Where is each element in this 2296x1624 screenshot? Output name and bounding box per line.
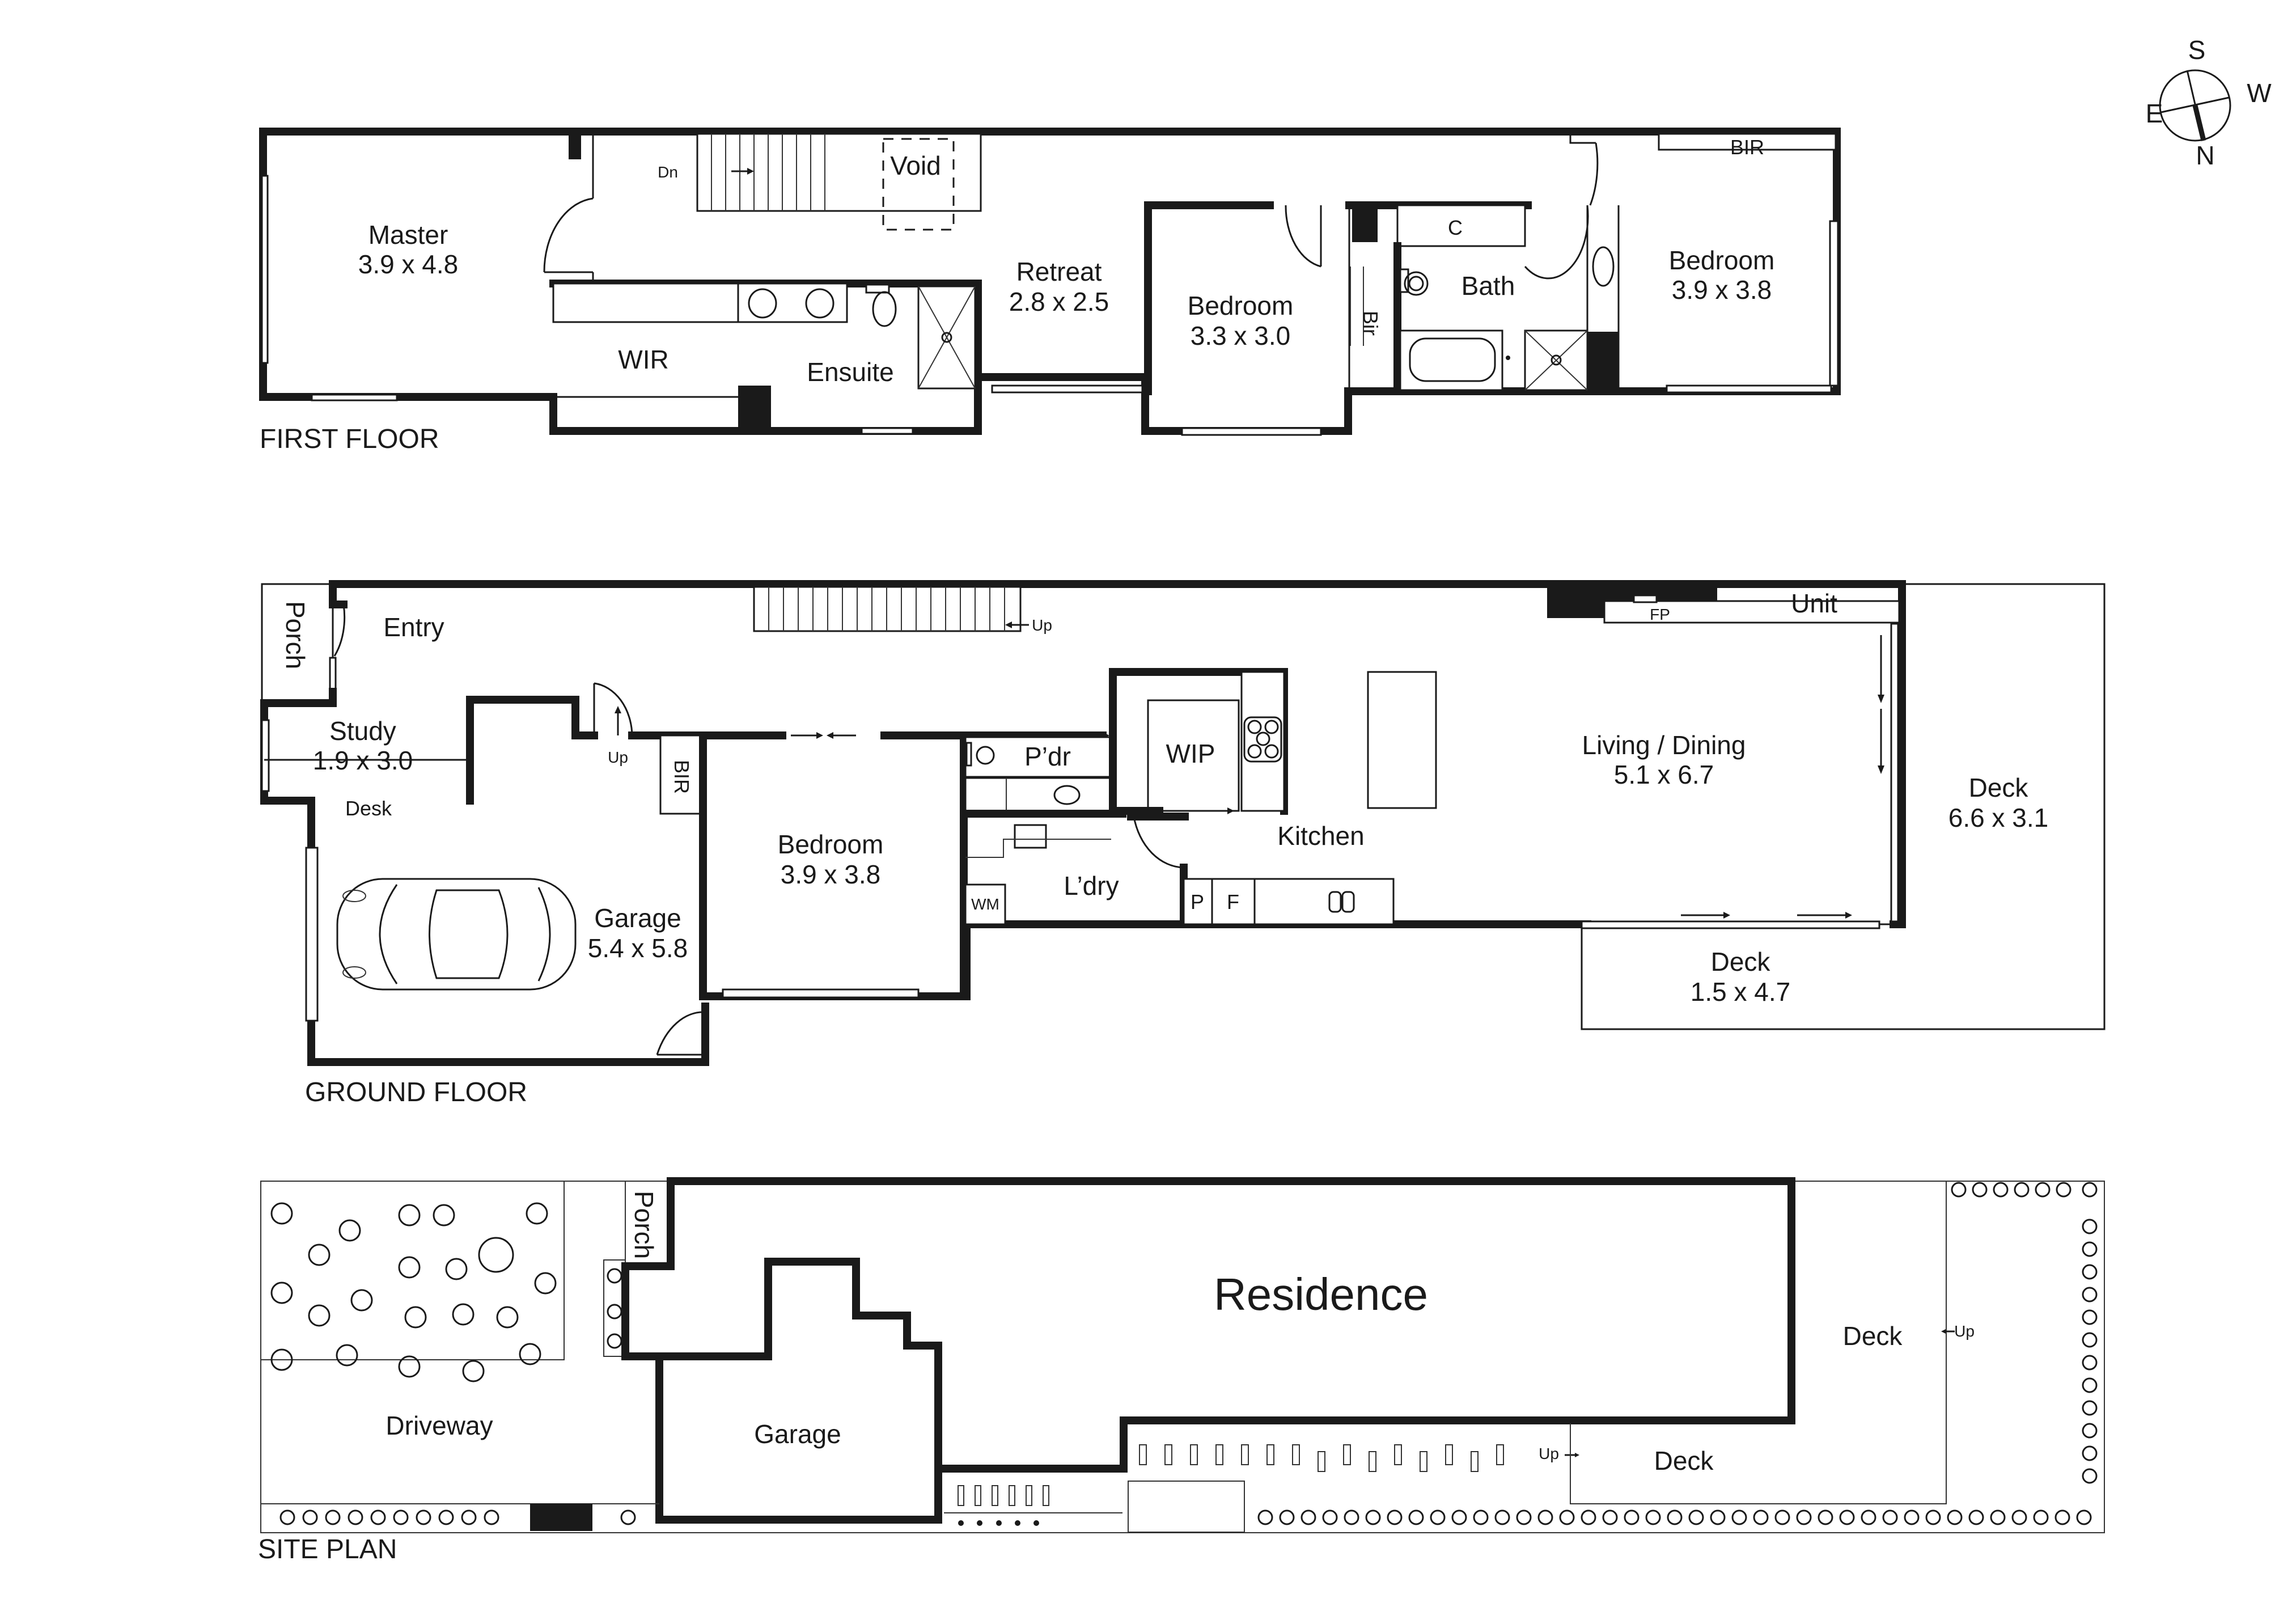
powder-label: P’dr [1024, 742, 1071, 771]
living-label: Living / Dining [1582, 730, 1746, 760]
ground-floor-plan: Porch Study 1.9 x 3.0 Desk Up BIR [260, 580, 2106, 1107]
site-plan-title: SITE PLAN [258, 1534, 397, 1564]
rear-hedge-icon [1951, 1182, 2098, 1484]
unit-label: Unit [1791, 589, 1837, 618]
living-size: 5.1 x 6.7 [1614, 760, 1714, 789]
bath-label: Bath [1462, 271, 1515, 301]
site-garage-label: Garage [754, 1419, 841, 1449]
garage-size: 5.4 x 5.8 [588, 933, 688, 963]
wir-label: WIR [618, 345, 668, 374]
site-plan: Porch Garage Residence Driveway [258, 1177, 2105, 1564]
stairs-down-label: Dn [658, 163, 678, 181]
site-up-side-label: Up [1539, 1445, 1559, 1462]
bedroom3-label: Bedroom [1669, 246, 1775, 275]
driveway-label: Driveway [386, 1411, 493, 1440]
stair-treads [711, 134, 825, 211]
bedroom2-label: Bedroom [1188, 291, 1294, 320]
site-up-rear-label: Up [1954, 1322, 1975, 1340]
compass-icon: S W E N [2146, 35, 2272, 170]
wm-label: WM [971, 895, 999, 913]
retreat-label: Retreat [1016, 257, 1102, 286]
deck-rear-label: Deck [1969, 773, 2029, 802]
compass-south: S [2188, 35, 2206, 65]
deck-rear-size: 6.6 x 3.1 [1948, 803, 2048, 832]
master-size: 3.9 x 4.8 [358, 249, 458, 279]
cupboard-label: C [1448, 216, 1463, 239]
ensuite-label: Ensuite [807, 357, 893, 387]
laundry-label: L’dry [1064, 871, 1119, 900]
deck-side-label: Deck [1711, 947, 1771, 976]
entry-label: Entry [383, 612, 444, 642]
bedroom-size: 3.9 x 3.8 [781, 860, 880, 889]
side-pavers [944, 1444, 1504, 1533]
side-hedge-icon [1257, 1509, 2092, 1525]
bir-label: BIR [1730, 136, 1764, 159]
stairs-up-label: Up [1032, 616, 1052, 634]
porch-label: Porch [281, 601, 310, 669]
first-floor-title: FIRST FLOOR [260, 424, 439, 454]
compass-north: N [2196, 141, 2214, 170]
first-floor-plan: Dn Void Bir C Bath [259, 128, 1841, 454]
garden-trees-icon [270, 1202, 557, 1382]
car-icon [336, 878, 577, 991]
site-porch-label: Porch [629, 1191, 659, 1259]
master-label: Master [368, 220, 448, 249]
retreat-size: 2.8 x 2.5 [1009, 287, 1109, 316]
desk-label: Desk [345, 797, 392, 820]
ground-floor-title: GROUND FLOOR [305, 1077, 527, 1107]
step-up-label: Up [608, 748, 628, 766]
wip-label: WIP [1166, 739, 1215, 768]
compass-east: E [2146, 99, 2163, 128]
ground-bir-label: BIR [670, 760, 693, 794]
compass-west: W [2247, 78, 2272, 108]
garage-label: Garage [594, 903, 681, 933]
bir-small-label: Bir [1359, 311, 1382, 336]
front-hedge-icon [279, 1509, 636, 1525]
residence-label: Residence [1214, 1269, 1428, 1320]
bedroom3-size: 3.9 x 3.8 [1672, 275, 1772, 304]
study-label: Study [329, 716, 396, 746]
bedroom2-size: 3.3 x 3.0 [1191, 321, 1290, 350]
kitchen-label: Kitchen [1277, 821, 1364, 851]
site-deck-rear-label: Deck [1843, 1321, 1903, 1351]
void-label: Void [890, 151, 941, 180]
fridge-label: F [1227, 890, 1239, 914]
pantry-label: P [1191, 890, 1204, 914]
ground-stair-treads [768, 587, 1005, 631]
deck-side-size: 1.5 x 4.7 [1691, 977, 1790, 1006]
bedroom-label: Bedroom [778, 830, 884, 859]
site-deck-side-label: Deck [1654, 1446, 1714, 1475]
study-size: 1.9 x 3.0 [313, 746, 413, 775]
fireplace-label: FP [1650, 606, 1670, 623]
